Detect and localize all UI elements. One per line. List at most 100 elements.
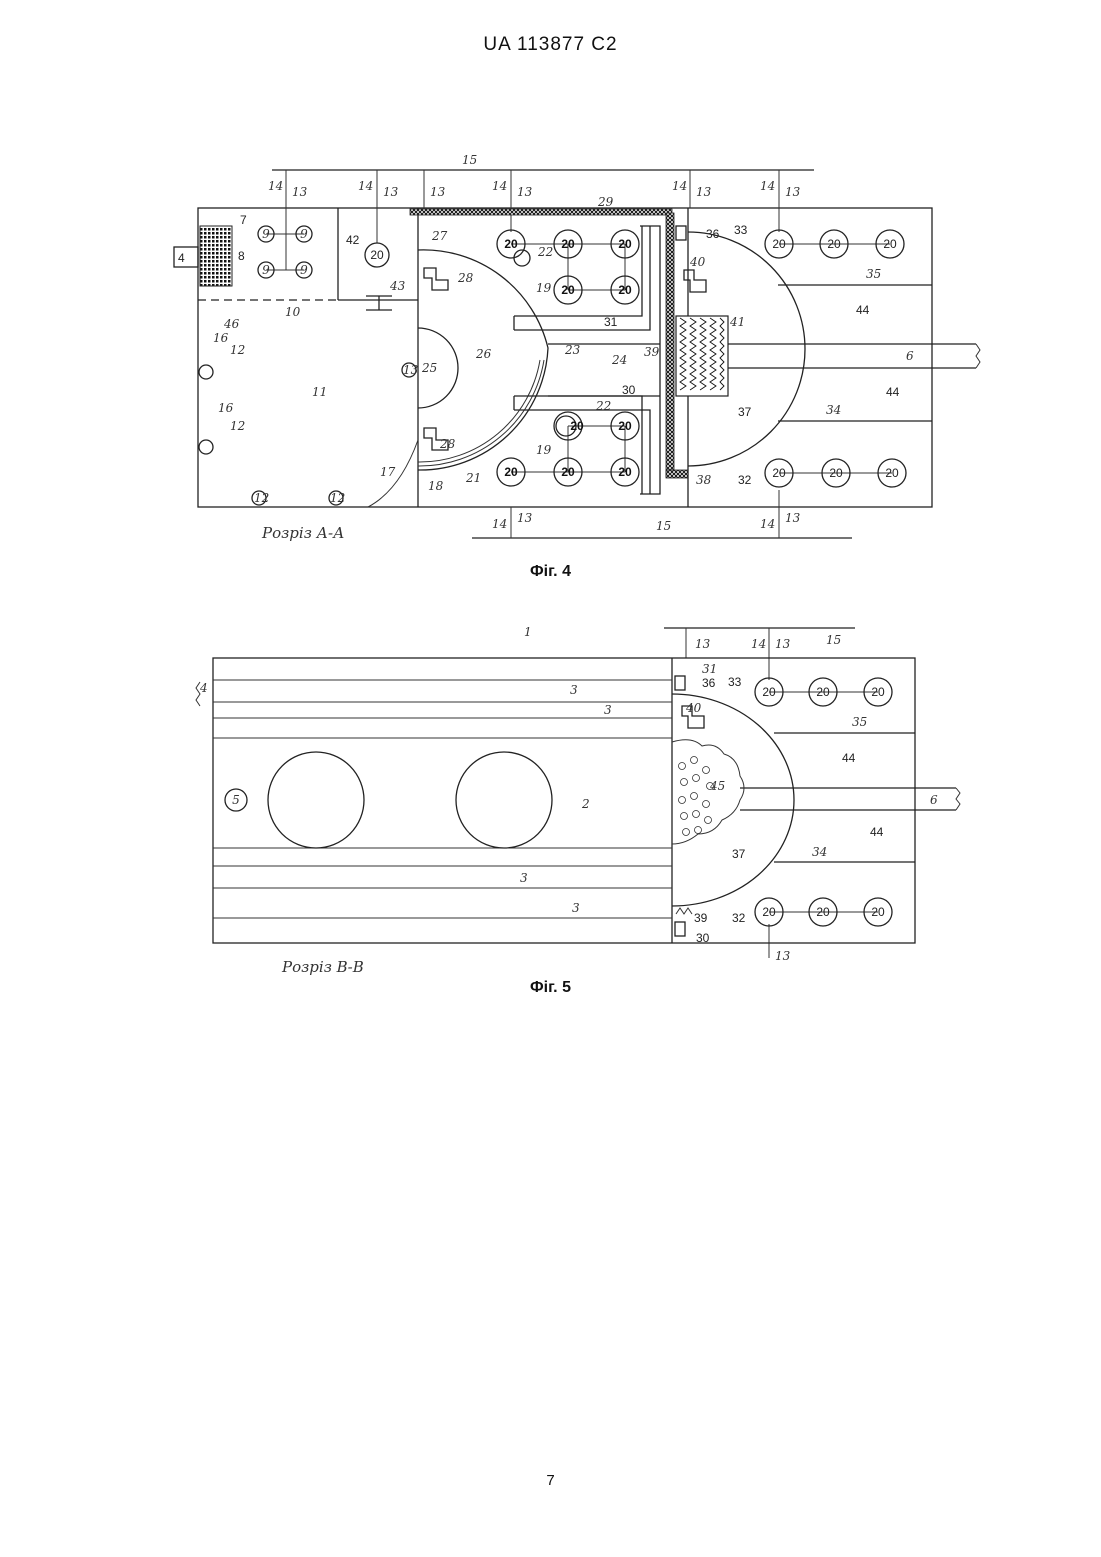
svg-text:5: 5 xyxy=(232,793,240,807)
svg-text:12: 12 xyxy=(230,419,245,433)
svg-text:15: 15 xyxy=(462,153,477,167)
svg-text:16: 16 xyxy=(218,401,234,415)
svg-text:44: 44 xyxy=(842,751,856,765)
fig4-outline xyxy=(198,208,932,507)
fig5-outline xyxy=(213,658,915,943)
svg-text:4: 4 xyxy=(178,251,185,265)
svg-text:16: 16 xyxy=(213,331,229,345)
svg-text:20: 20 xyxy=(570,419,584,433)
svg-text:13: 13 xyxy=(383,185,399,199)
svg-text:24: 24 xyxy=(611,353,627,367)
svg-text:20: 20 xyxy=(618,465,632,479)
svg-text:13: 13 xyxy=(517,185,533,199)
svg-text:3: 3 xyxy=(572,901,580,915)
svg-text:20: 20 xyxy=(561,237,575,251)
fig5-section-label: Розріз В-В xyxy=(281,958,364,976)
svg-text:32: 32 xyxy=(732,911,746,925)
svg-text:20: 20 xyxy=(618,419,632,433)
svg-text:14: 14 xyxy=(492,517,507,531)
svg-text:2: 2 xyxy=(581,797,590,811)
svg-text:3: 3 xyxy=(520,871,528,885)
svg-text:14: 14 xyxy=(751,637,766,651)
page-number: 7 xyxy=(0,1472,1101,1489)
svg-text:46: 46 xyxy=(223,317,240,331)
svg-text:34: 34 xyxy=(826,403,841,417)
svg-text:20: 20 xyxy=(885,466,899,480)
svg-text:37: 37 xyxy=(732,847,746,861)
svg-text:15: 15 xyxy=(656,519,671,533)
svg-text:20: 20 xyxy=(772,237,786,251)
svg-text:9: 9 xyxy=(300,227,308,241)
svg-text:30: 30 xyxy=(696,931,710,945)
svg-text:31: 31 xyxy=(604,315,618,329)
svg-text:21: 21 xyxy=(465,471,481,485)
svg-text:20: 20 xyxy=(370,248,384,262)
svg-text:20: 20 xyxy=(561,283,575,297)
figure-5: 20 20 20 20 20 20 1 2 3 3 3 3 4 5 6 13 1… xyxy=(196,625,960,976)
svg-text:22: 22 xyxy=(595,399,611,413)
svg-text:40: 40 xyxy=(689,255,706,269)
svg-text:11: 11 xyxy=(312,385,327,399)
svg-text:33: 33 xyxy=(734,223,748,237)
svg-text:14: 14 xyxy=(358,179,373,193)
svg-text:20: 20 xyxy=(618,283,632,297)
fig5-caption: Фіг. 5 xyxy=(0,979,1101,997)
svg-text:23: 23 xyxy=(564,343,581,357)
svg-text:22: 22 xyxy=(537,245,553,259)
fig4-section-label: Розріз А-А xyxy=(261,524,344,542)
svg-text:3: 3 xyxy=(570,683,578,697)
svg-text:4: 4 xyxy=(199,681,208,695)
svg-text:39: 39 xyxy=(694,911,708,925)
svg-text:12: 12 xyxy=(254,491,269,505)
svg-text:42: 42 xyxy=(346,233,360,247)
svg-text:8: 8 xyxy=(238,249,245,263)
svg-text:20: 20 xyxy=(816,685,830,699)
svg-text:20: 20 xyxy=(618,237,632,251)
svg-text:6: 6 xyxy=(930,793,938,807)
svg-text:13: 13 xyxy=(403,363,419,377)
svg-text:25: 25 xyxy=(421,361,437,375)
svg-text:29: 29 xyxy=(597,195,614,209)
svg-text:35: 35 xyxy=(866,267,881,281)
svg-text:26: 26 xyxy=(475,347,492,361)
svg-text:13: 13 xyxy=(695,637,711,651)
svg-text:33: 33 xyxy=(728,675,742,689)
svg-text:35: 35 xyxy=(852,715,867,729)
svg-text:37: 37 xyxy=(738,405,752,419)
svg-text:3: 3 xyxy=(604,703,612,717)
svg-text:41: 41 xyxy=(729,315,745,329)
svg-text:13: 13 xyxy=(785,511,801,525)
svg-text:15: 15 xyxy=(826,633,841,647)
svg-text:20: 20 xyxy=(561,465,575,479)
svg-text:12: 12 xyxy=(330,491,345,505)
svg-text:19: 19 xyxy=(536,281,552,295)
fig4-caption: Фіг. 4 xyxy=(0,563,1101,581)
svg-text:44: 44 xyxy=(870,825,884,839)
svg-text:44: 44 xyxy=(856,303,870,317)
svg-text:9: 9 xyxy=(262,227,270,241)
svg-text:20: 20 xyxy=(772,466,786,480)
svg-text:31: 31 xyxy=(702,662,717,676)
svg-text:18: 18 xyxy=(428,479,444,493)
svg-text:43: 43 xyxy=(389,279,406,293)
svg-text:40: 40 xyxy=(685,701,702,715)
svg-text:20: 20 xyxy=(816,905,830,919)
svg-text:14: 14 xyxy=(760,179,775,193)
svg-text:28: 28 xyxy=(439,437,456,451)
svg-text:45: 45 xyxy=(709,779,725,793)
svg-text:39: 39 xyxy=(644,345,660,359)
svg-text:13: 13 xyxy=(517,511,533,525)
svg-text:32: 32 xyxy=(738,473,752,487)
svg-text:20: 20 xyxy=(762,905,776,919)
svg-text:20: 20 xyxy=(504,465,518,479)
figure-4: 20 20 20 20 20 20 20 20 20 20 20 20 20 2… xyxy=(174,153,980,542)
svg-text:34: 34 xyxy=(812,845,827,859)
svg-text:20: 20 xyxy=(829,466,843,480)
svg-text:17: 17 xyxy=(380,465,396,479)
svg-text:44: 44 xyxy=(886,385,900,399)
svg-text:20: 20 xyxy=(871,905,885,919)
svg-text:14: 14 xyxy=(268,179,283,193)
svg-text:9: 9 xyxy=(300,263,308,277)
svg-text:36: 36 xyxy=(706,227,720,241)
